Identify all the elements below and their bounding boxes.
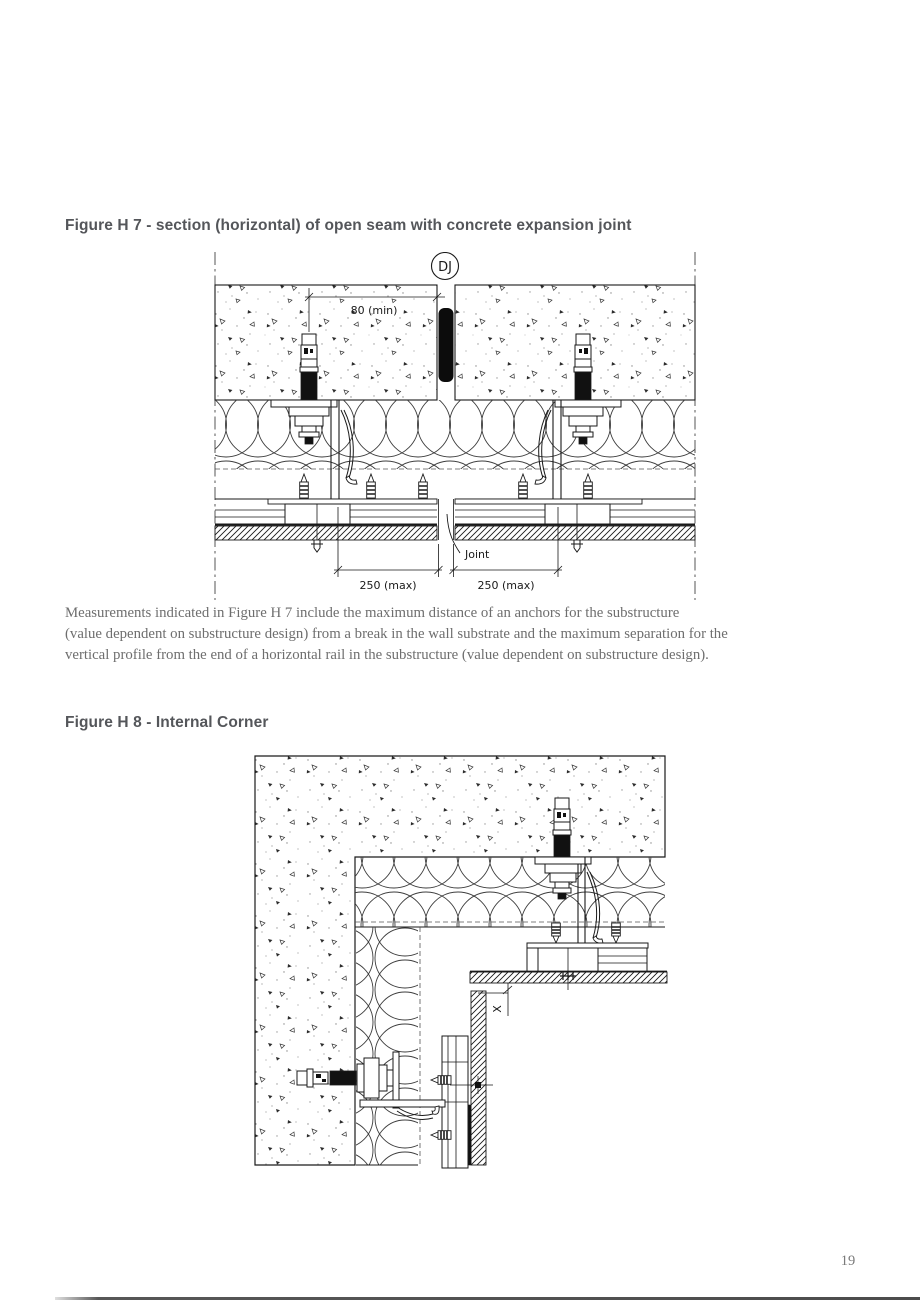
page-bottom-edge <box>55 1297 920 1300</box>
h8-fastener-crosshair <box>450 1076 493 1094</box>
h8-cladding-vertical <box>466 990 487 1166</box>
h7-dimension-250-left-label: 250 (max) <box>359 579 416 592</box>
h7-dj-label: DJ <box>438 260 452 275</box>
h7-joint-leader <box>446 513 461 554</box>
h7-joint-label: Joint <box>464 548 490 561</box>
h8-anchor-assembly-lower <box>296 1051 446 1120</box>
figure-h7-title: Figure H 7 - section (horizontal) of ope… <box>65 217 632 234</box>
h7-dimension-250-right-label: 250 (max) <box>477 579 534 592</box>
paragraph-line-2: (value dependent on substructure design)… <box>65 626 728 642</box>
h8-rail-vertical <box>441 1035 469 1169</box>
h7-rail-zone <box>214 473 696 553</box>
h7-concrete-blocks <box>214 284 696 401</box>
h8-rail-top <box>469 922 668 990</box>
h7-dimension-80-label: 80 (min) <box>351 304 398 317</box>
h7-dimension-250 <box>333 507 563 577</box>
page-number: 19 <box>840 1253 856 1269</box>
paragraph-line-1: Measurements indicated in Figure H 7 inc… <box>65 605 680 621</box>
figure-h7-drawing: DJ 80 (min) <box>214 252 696 600</box>
figure-h8-title: Figure H 8 - Internal Corner <box>65 714 269 731</box>
h8-anchor-assembly-top <box>534 797 604 944</box>
h7-dj-circle <box>430 252 460 281</box>
h8-insulation-horizontal <box>355 857 665 928</box>
h8-dimension-x-label: X <box>491 1005 504 1013</box>
h7-expansion-joint-filler <box>438 308 454 382</box>
figure-h8-drawing: X <box>254 755 668 1169</box>
body-paragraph: Measurements indicated in Figure H 7 inc… <box>65 603 855 666</box>
paragraph-line-3: vertical profile from the end of a horiz… <box>65 647 709 663</box>
h7-insulation-band <box>215 400 695 470</box>
h8-insulation-vertical <box>356 927 421 1166</box>
h7-dimension-80 <box>304 288 445 332</box>
